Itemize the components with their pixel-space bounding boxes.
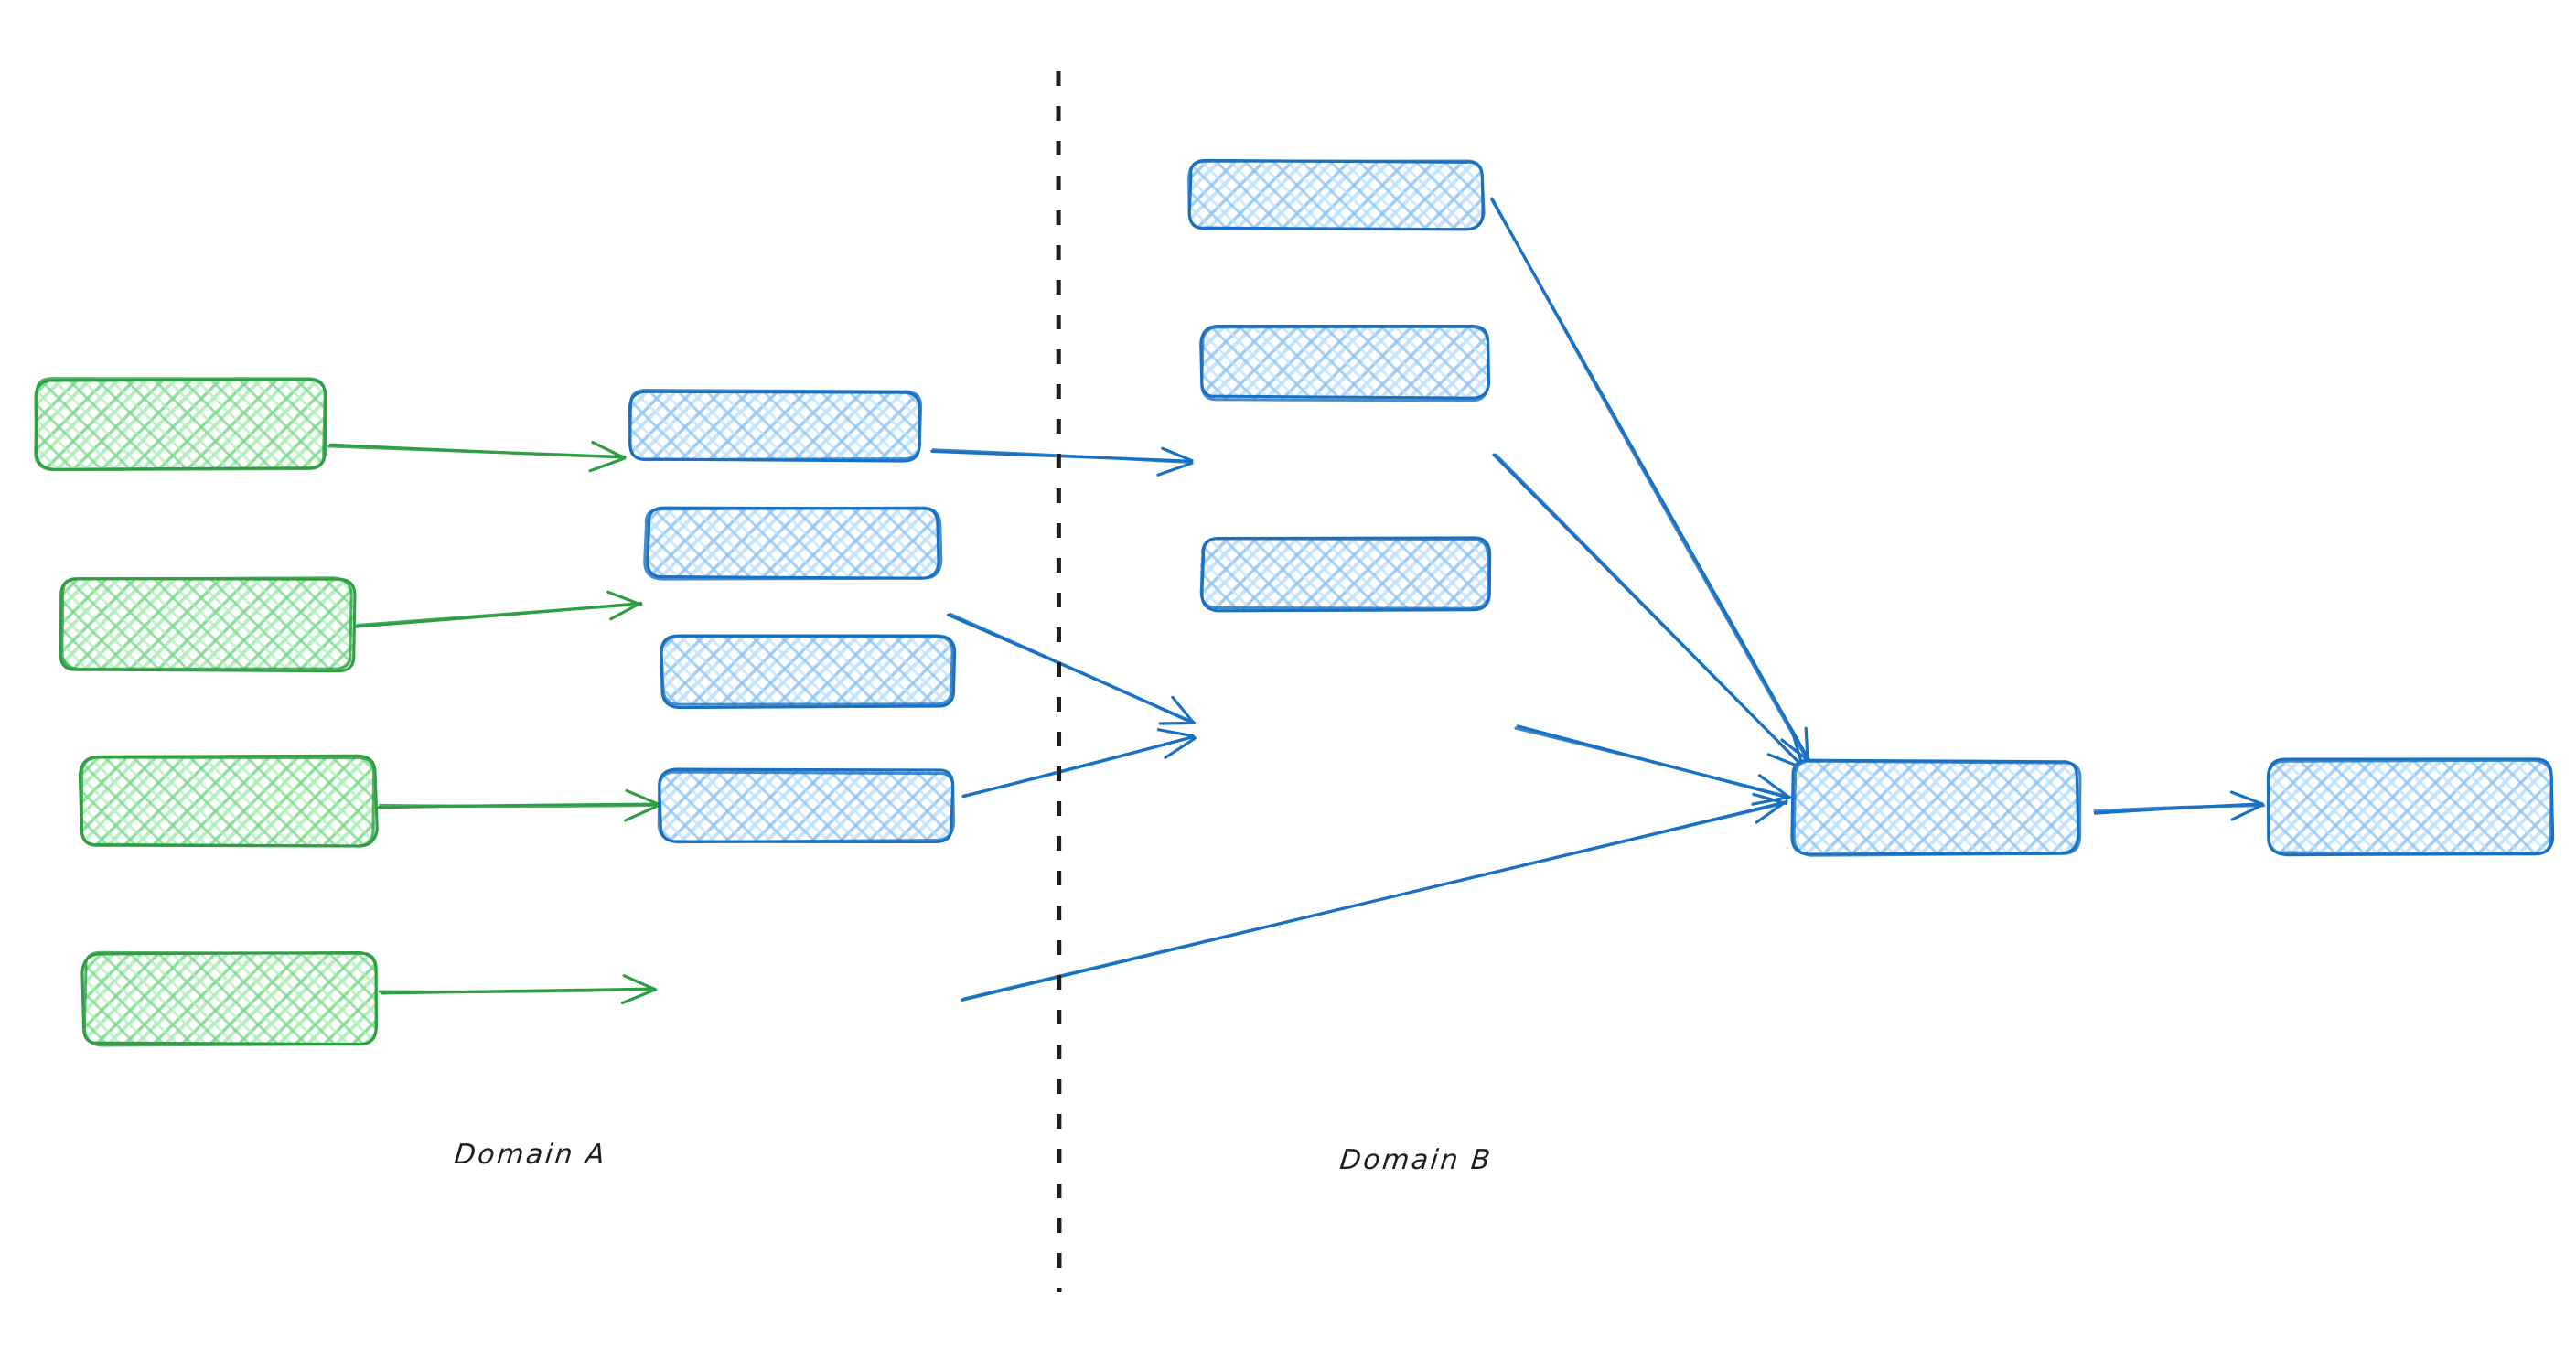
edge-b4-to-hub[interactable]	[961, 792, 1788, 1002]
edge-a1-to-b1[interactable]	[327, 440, 627, 473]
domain-a-node-2-hit[interactable]	[646, 509, 939, 578]
edge-c3-to-hub[interactable]	[1514, 724, 1792, 806]
node-layer	[34, 158, 2555, 1047]
edge-a4-to-b4[interactable]	[378, 974, 658, 1005]
domain-b-node-3[interactable]	[1199, 536, 1492, 613]
edge-hub-to-out[interactable]	[2093, 790, 2266, 821]
divider-layer	[1056, 70, 1062, 1292]
edge-b2-to-c3[interactable]	[946, 612, 1196, 725]
aggregation-node-hit[interactable]	[1793, 762, 2078, 852]
domain-b-node-1[interactable]	[1187, 158, 1486, 231]
domain-b-node-1-hit[interactable]	[1191, 161, 1484, 230]
source-node-4-hit[interactable]	[85, 952, 377, 1044]
domain-divider	[1056, 70, 1062, 1292]
domain-a-node-2[interactable]	[643, 506, 943, 581]
domain-a-node-1-hit[interactable]	[629, 391, 920, 459]
aggregation-node[interactable]	[1790, 758, 2082, 857]
edge-c1-to-hub[interactable]	[1490, 197, 1811, 765]
domain-a-node-4[interactable]	[657, 767, 956, 844]
domain-a-node-1[interactable]	[628, 389, 923, 463]
source-node-3-hit[interactable]	[82, 756, 375, 847]
source-node-4[interactable]	[80, 950, 378, 1047]
source-node-2[interactable]	[59, 576, 357, 673]
source-node-1[interactable]	[34, 377, 327, 472]
edge-c2-to-hub[interactable]	[1492, 453, 1805, 769]
output-node[interactable]	[2266, 757, 2555, 857]
edge-b3-to-c3[interactable]	[961, 728, 1197, 799]
domain-a-node-3-hit[interactable]	[664, 636, 953, 705]
source-node-1-hit[interactable]	[37, 379, 327, 467]
domain-b-node-3-hit[interactable]	[1200, 540, 1489, 610]
domain-b-label: Domain B	[1337, 1144, 1495, 1176]
edge-layer	[327, 197, 2266, 1005]
output-node-hit[interactable]	[2270, 761, 2553, 852]
edge-a2-to-b2[interactable]	[354, 590, 643, 628]
domain-b-node-2-hit[interactable]	[1200, 327, 1489, 399]
source-node-3[interactable]	[78, 754, 379, 848]
domain-a-label: Domain A	[452, 1139, 609, 1171]
edge-b1-to-c2[interactable]	[930, 446, 1194, 477]
domain-a-node-3[interactable]	[660, 634, 957, 710]
source-node-2-hit[interactable]	[62, 579, 353, 670]
edge-a3-to-b3[interactable]	[377, 788, 661, 822]
domain-b-node-2[interactable]	[1199, 324, 1491, 402]
domain-a-node-4-hit[interactable]	[660, 771, 953, 841]
